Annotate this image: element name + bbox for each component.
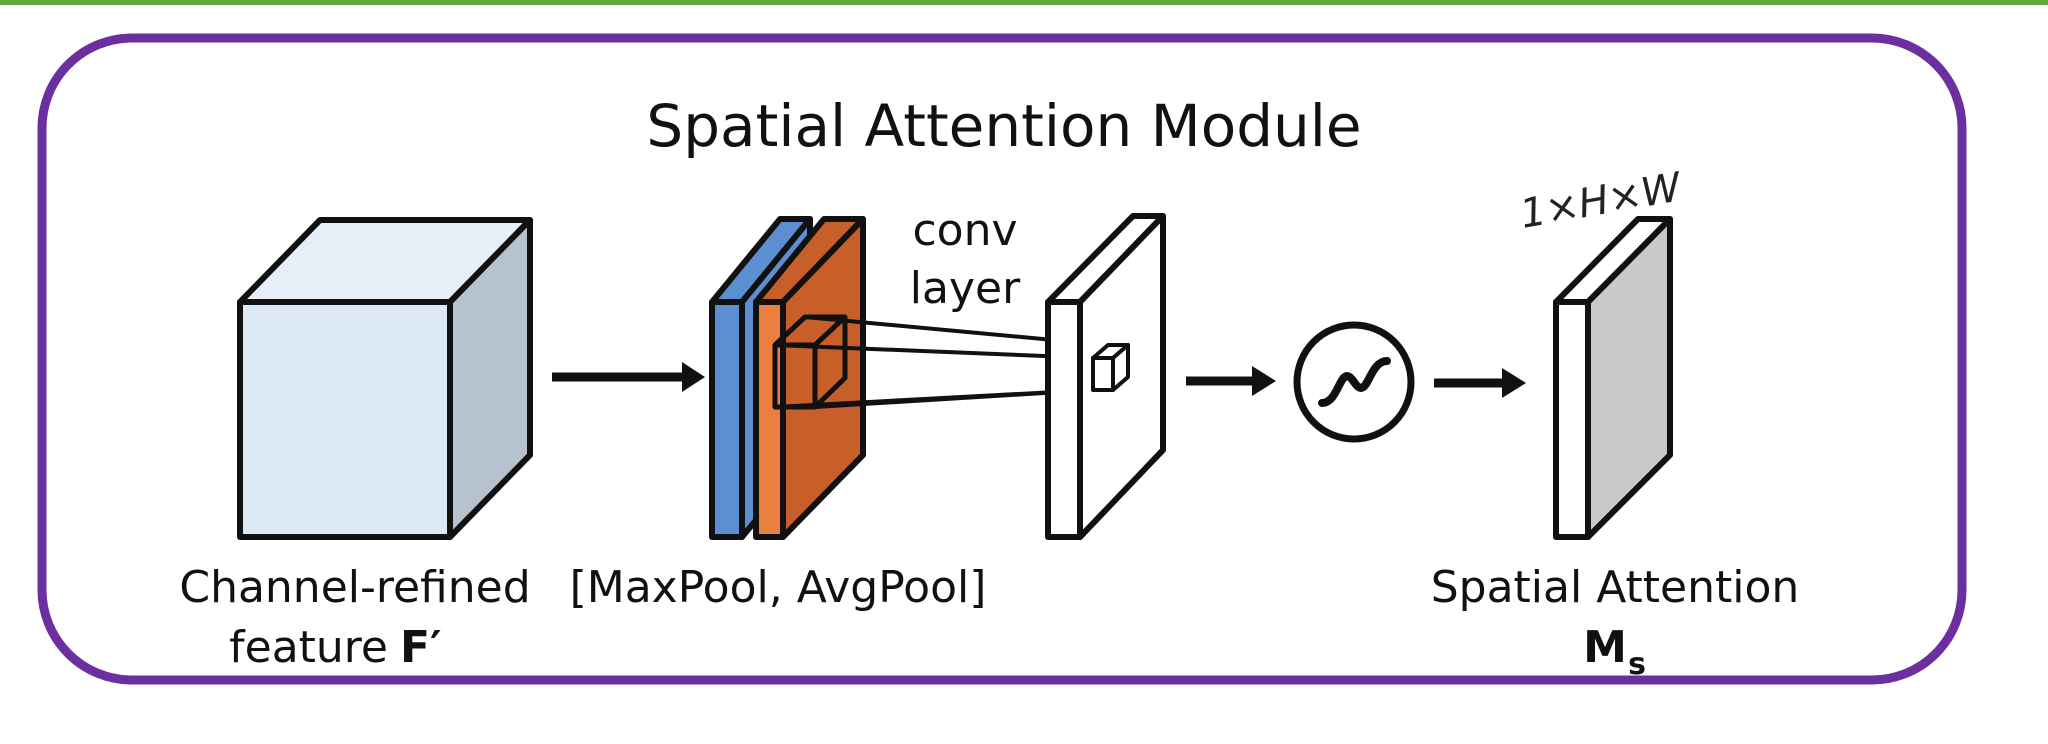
output-symbol: M s [1583,622,1646,682]
input-symbol: F′ [400,622,442,673]
spatial-attention-map [1553,216,1673,540]
top-accent-line [0,0,2048,5]
output-symbol-sub: s [1628,647,1646,682]
pooled-feature-maps [709,216,866,540]
module-frame [37,33,1967,685]
arrow-head-3 [1502,368,1526,398]
conv-target-cell [1091,343,1130,392]
conv-layer-label-line2: layer [910,263,1021,314]
arrow-head-2 [1252,366,1276,396]
input-label-line2: feature F′ [229,622,442,673]
arrow-head-1 [682,362,705,392]
sigmoid-icon [1293,321,1415,443]
output-symbol-main: M [1583,622,1627,673]
input-label-word: feature [229,622,388,673]
input-feature-cube [237,217,533,540]
input-label-line1: Channel-refined [179,562,530,613]
output-label-line1: Spatial Attention [1431,562,1800,613]
conv-layer-label-line1: conv [912,205,1017,256]
pool-label: [MaxPool, AvgPool] [570,562,987,613]
module-title: Spatial Attention Module [646,92,1361,160]
